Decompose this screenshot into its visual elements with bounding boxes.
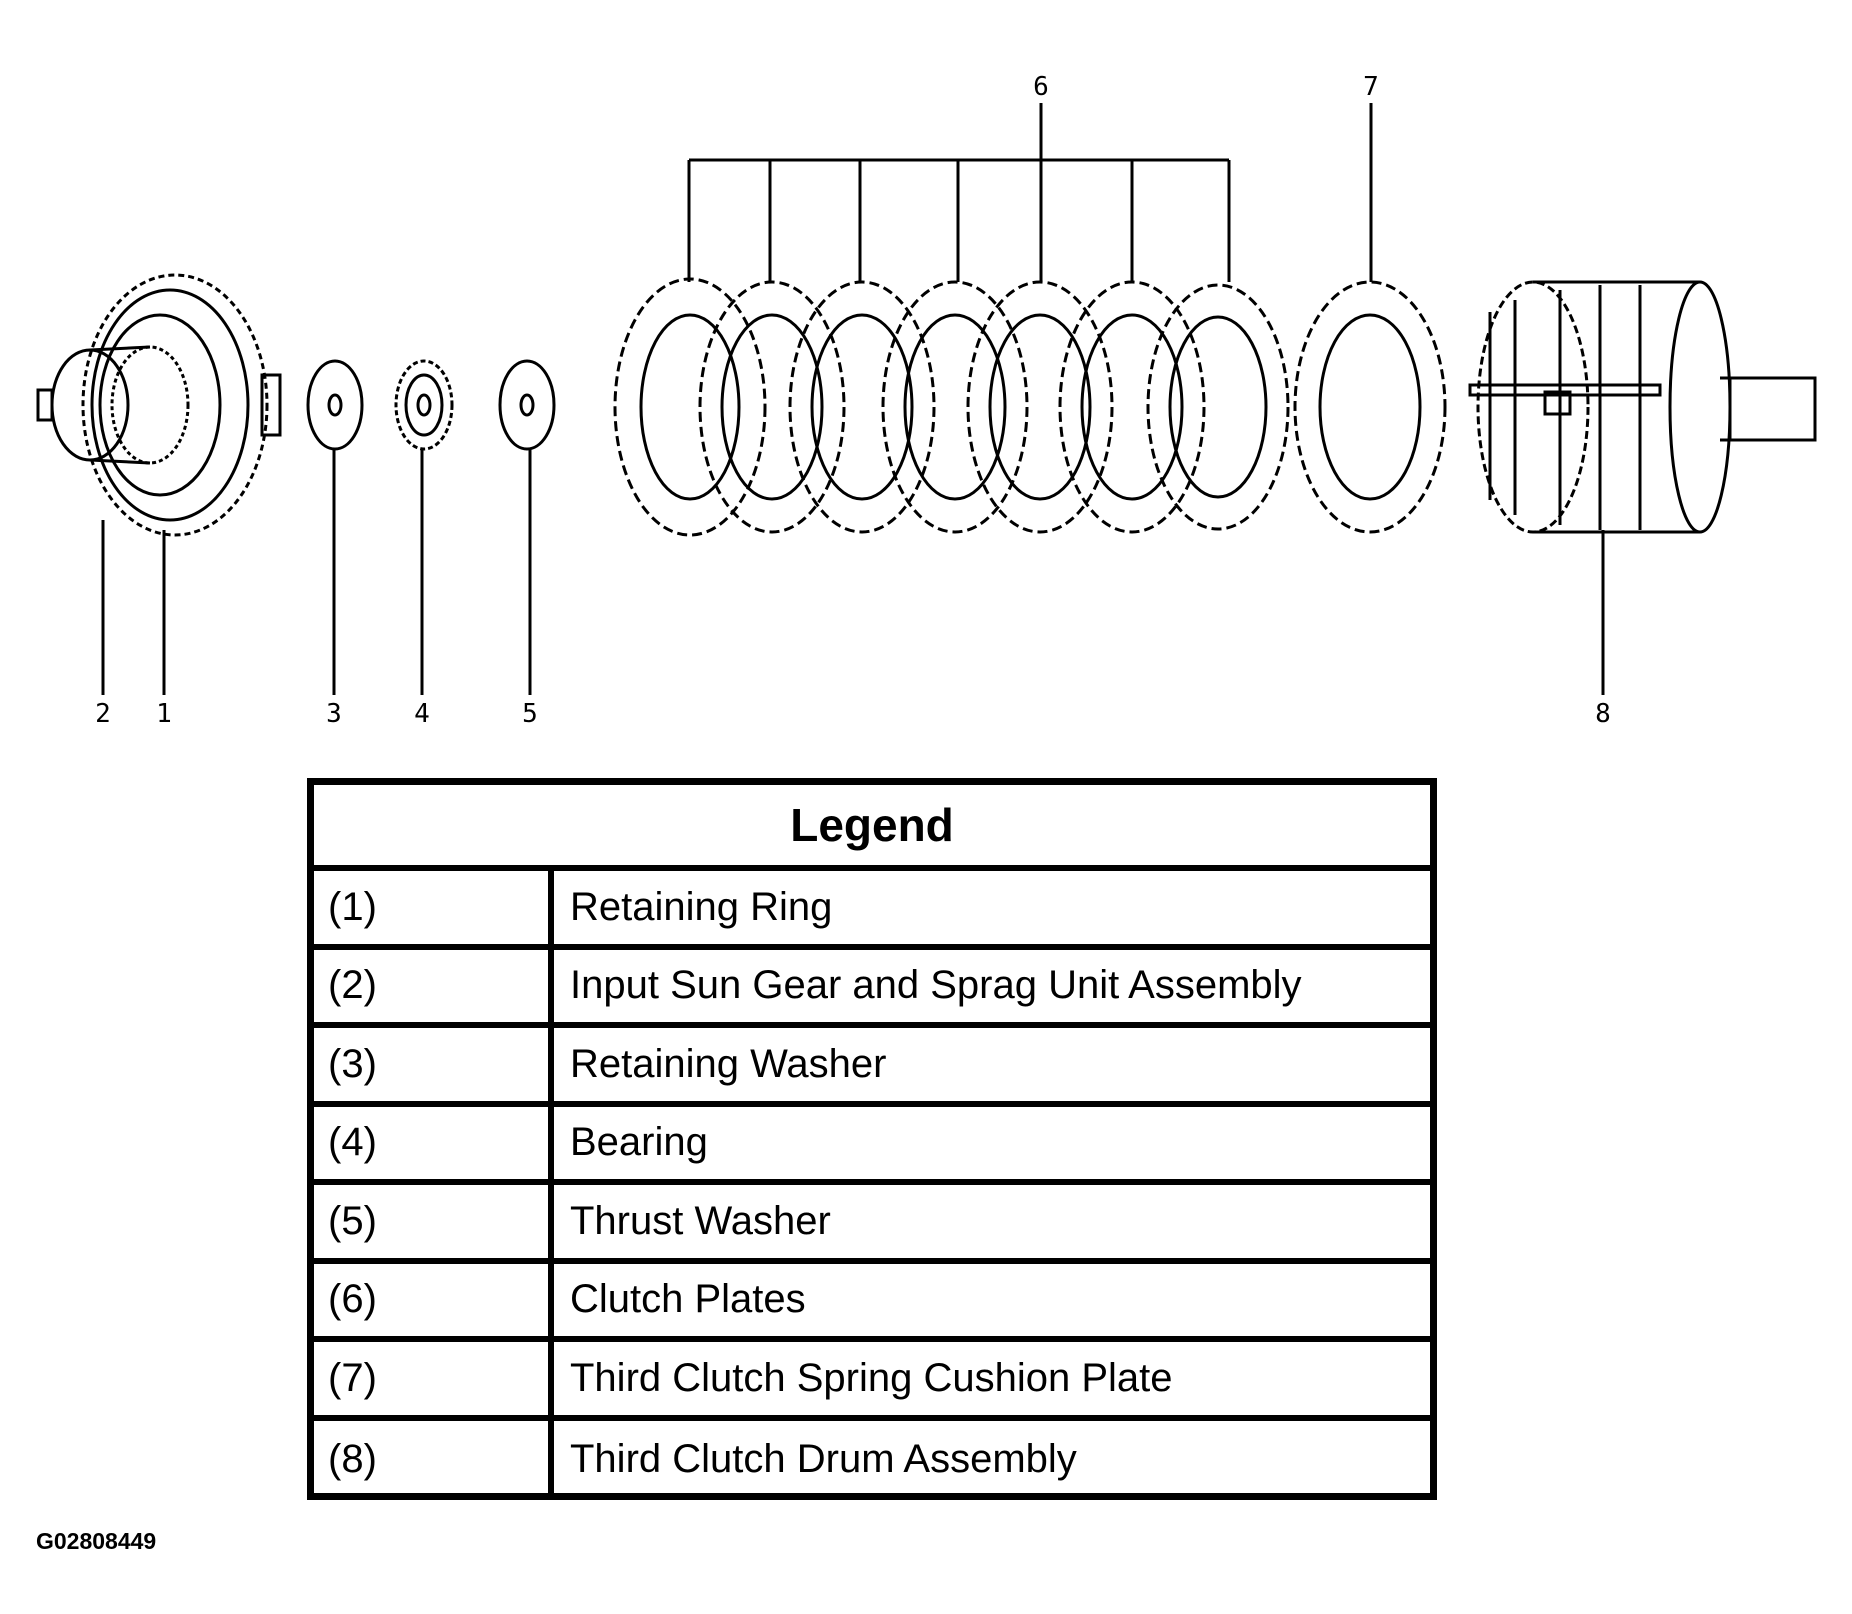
legend-description: Thrust Washer <box>570 1198 831 1243</box>
callout-6: 6 <box>1033 72 1049 102</box>
spring-cushion-plate <box>1293 280 1447 534</box>
clutch-plates <box>613 277 1290 537</box>
legend-row: (4) Bearing <box>314 1106 1430 1185</box>
legend-description: Third Clutch Spring Cushion Plate <box>570 1355 1173 1400</box>
leader-lines <box>101 103 1605 695</box>
legend-description: Retaining Washer <box>570 1041 887 1086</box>
callout-5: 5 <box>522 699 538 729</box>
legend-description: Retaining Ring <box>570 884 833 929</box>
retaining-washer <box>306 359 364 451</box>
bearing <box>394 359 454 451</box>
callout-numbers: 2 1 3 4 5 8 6 7 <box>95 72 1611 729</box>
legend-number: (8) <box>314 1420 554 1499</box>
legend-row: (8) Third Clutch Drum Assembly <box>314 1420 1430 1499</box>
callout-2: 2 <box>95 699 111 729</box>
legend-row: (3) Retaining Washer <box>314 1028 1430 1107</box>
third-clutch-drum <box>1468 280 1817 534</box>
legend-number: (3) <box>314 1028 554 1101</box>
legend-row: (6) Clutch Plates <box>314 1263 1430 1342</box>
callout-3: 3 <box>326 699 342 729</box>
callout-7: 7 <box>1363 72 1379 102</box>
legend-number: (5) <box>314 1185 554 1258</box>
thrust-washer <box>498 359 556 451</box>
callout-8: 8 <box>1595 699 1611 729</box>
legend-row: (7) Third Clutch Spring Cushion Plate <box>314 1342 1430 1421</box>
figure-id: G02808449 <box>36 1528 157 1554</box>
legend-table: Legend (1) Retaining Ring (2) Input Sun … <box>307 778 1437 1500</box>
exploded-view-diagram: 2 1 3 4 5 8 6 7 <box>36 72 1817 729</box>
callout-4: 4 <box>414 699 430 729</box>
legend-number: (4) <box>314 1106 554 1179</box>
legend-row: (2) Input Sun Gear and Sprag Unit Assemb… <box>314 949 1430 1028</box>
legend-number: (2) <box>314 949 554 1022</box>
legend-number: (7) <box>314 1342 554 1415</box>
callout-1: 1 <box>156 699 172 729</box>
sun-gear-sprag-assembly <box>36 273 282 537</box>
legend-title: Legend <box>314 785 1430 871</box>
legend-row: (1) Retaining Ring <box>314 871 1430 950</box>
legend-description: Clutch Plates <box>570 1277 806 1322</box>
legend-row: (5) Thrust Washer <box>314 1185 1430 1264</box>
legend-description: Bearing <box>570 1120 708 1165</box>
legend-number: (6) <box>314 1263 554 1336</box>
legend-description: Input Sun Gear and Sprag Unit Assembly <box>570 963 1302 1008</box>
legend-number: (1) <box>314 871 554 944</box>
legend-description: Third Clutch Drum Assembly <box>570 1437 1077 1482</box>
